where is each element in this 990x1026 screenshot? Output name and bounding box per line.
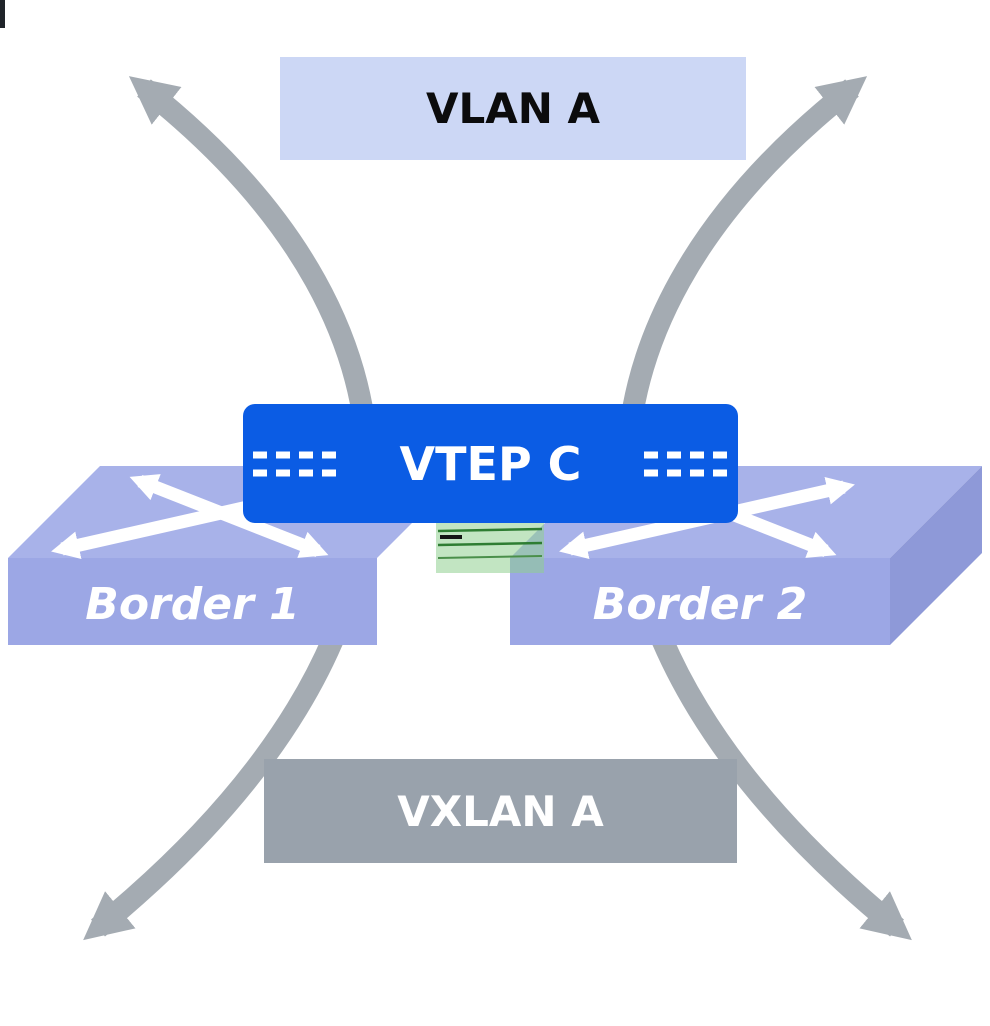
vlan-a-box: VLAN A <box>280 57 746 160</box>
port-dashes-right-icon <box>644 451 728 477</box>
vxlan-a-label: VXLAN A <box>397 786 604 836</box>
switch-label-border-2: Border 2 <box>592 578 808 630</box>
switch-border-1 <box>8 466 469 645</box>
connector-graphic <box>436 516 544 573</box>
vtep-box: VTEP C <box>243 404 738 523</box>
port-dashes-left-icon <box>253 451 337 477</box>
vlan-a-label: VLAN A <box>425 84 601 133</box>
switch-label-border-1: Border 1 <box>85 578 300 630</box>
switch-arrows-icon <box>129 474 329 558</box>
vlan-vxlan-connector <box>436 516 544 573</box>
switch-front-face <box>8 558 377 645</box>
corner-mark <box>0 0 5 28</box>
switch-side-face <box>890 466 982 645</box>
vxlan-a-box: VXLAN A <box>264 759 737 863</box>
vtep-label: VTEP C <box>399 436 582 491</box>
switch-front-face <box>510 558 890 645</box>
